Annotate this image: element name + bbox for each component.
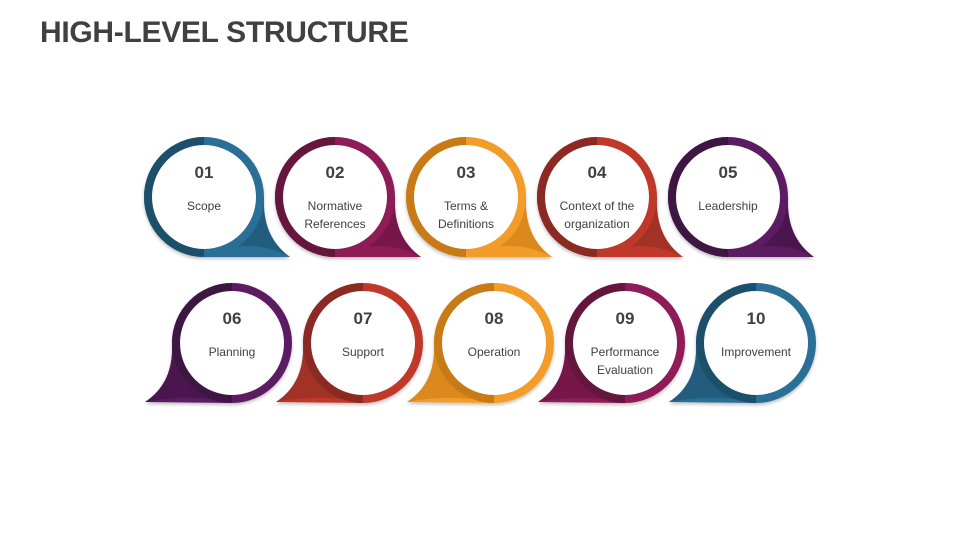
step-number: 09 — [616, 309, 635, 328]
step-label: Definitions — [438, 217, 494, 231]
step-label: Terms & — [444, 199, 488, 213]
page-title: HIGH-LEVEL STRUCTURE — [40, 16, 409, 49]
step-number: 10 — [747, 309, 766, 328]
bubble-center — [676, 145, 780, 249]
bubble-center — [180, 291, 284, 395]
step-label: Context of the — [560, 199, 635, 213]
step-label: Support — [342, 345, 385, 359]
step-label: Planning — [209, 345, 256, 359]
bubble-center — [311, 291, 415, 395]
bubble-center — [545, 145, 649, 249]
step-label: References — [304, 217, 365, 231]
step-number: 03 — [457, 163, 476, 182]
step-label: Scope — [187, 199, 221, 213]
step-label: Operation — [468, 345, 521, 359]
bubble-center — [704, 291, 808, 395]
step-number: 04 — [588, 163, 607, 182]
bubble-center — [442, 291, 546, 395]
step-number: 06 — [223, 309, 242, 328]
step-number: 01 — [195, 163, 214, 182]
bubble-center — [283, 145, 387, 249]
bubble-center — [152, 145, 256, 249]
step-number: 07 — [354, 309, 373, 328]
step-number: 02 — [326, 163, 345, 182]
step-number: 05 — [719, 163, 738, 182]
step-label: Leadership — [698, 199, 758, 213]
step-label: Normative — [308, 199, 363, 213]
step-number: 08 — [485, 309, 504, 328]
step-label: Evaluation — [597, 363, 653, 377]
bubble-center — [573, 291, 677, 395]
step-label: organization — [564, 217, 629, 231]
step-label: Performance — [591, 345, 660, 359]
step-label: Improvement — [721, 345, 792, 359]
bubble-center — [414, 145, 518, 249]
